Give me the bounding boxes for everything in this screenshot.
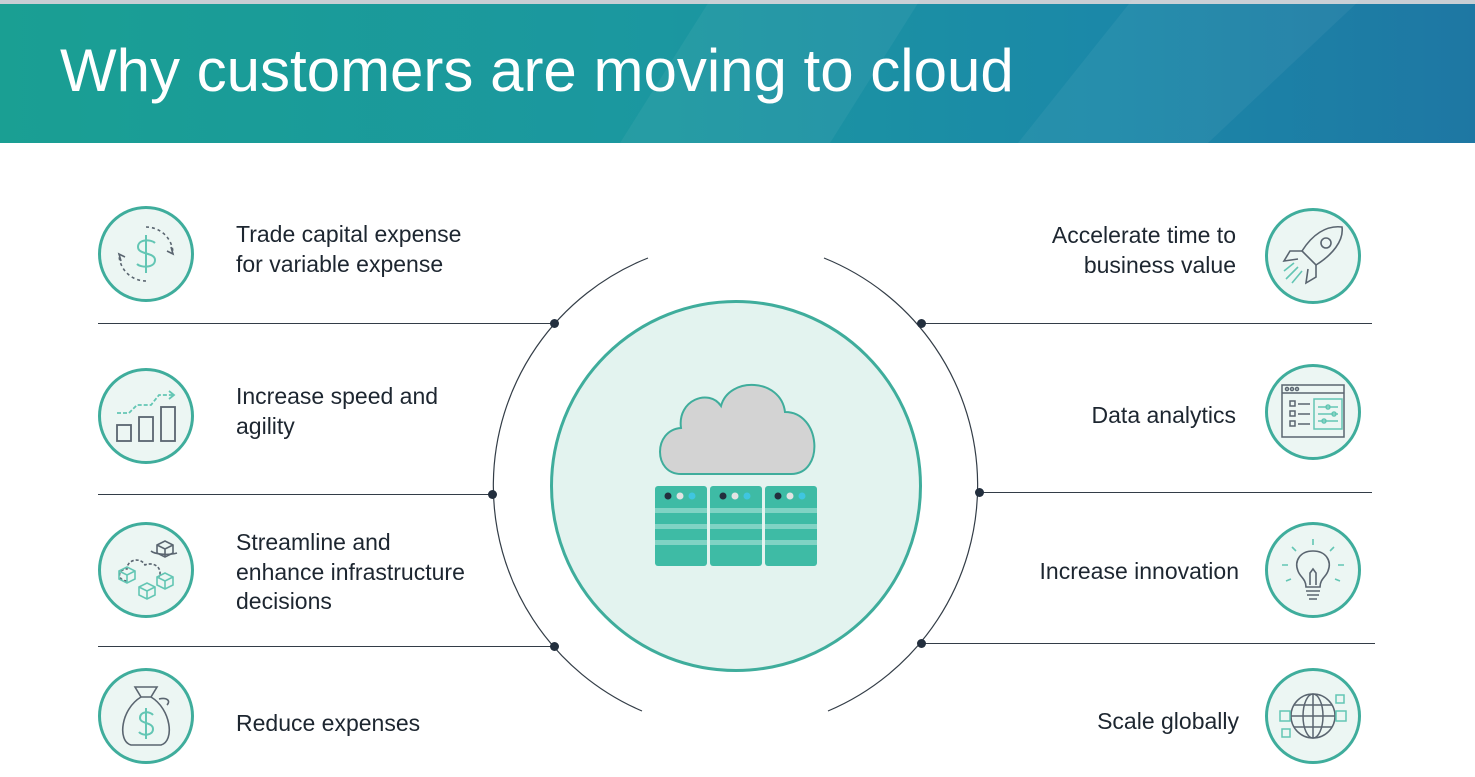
- separator-left-1: [98, 323, 554, 324]
- label-line: Reduce expenses: [236, 710, 421, 736]
- benefit-label-reduce-expenses: Reduce expenses: [236, 709, 420, 739]
- lightbulb-icon: [1282, 539, 1344, 600]
- header-top-border: [0, 0, 1475, 4]
- benefit-label-innovation: Increase innovation: [1040, 557, 1239, 587]
- benefit-icon-circle: [1265, 668, 1361, 764]
- label-line: Trade capital expense: [236, 221, 462, 247]
- benefit-label-speed-agility: Increase speed and agility: [236, 382, 438, 441]
- cloud-hub: [550, 300, 922, 672]
- benefit-label-capital-expense: Trade capital expense for variable expen…: [236, 220, 461, 279]
- benefit-label-infrastructure: Streamline and enhance infrastructure de…: [236, 528, 465, 617]
- label-line: Increase innovation: [1039, 558, 1239, 584]
- label-line: for variable expense: [236, 250, 444, 277]
- label-line: decisions: [236, 588, 332, 614]
- junction-dot: [488, 490, 497, 499]
- slide-title: Why customers are moving to cloud: [60, 37, 1014, 104]
- benefit-icon-circle: [98, 206, 194, 302]
- benefit-label-time-to-value: Accelerate time to business value: [1052, 221, 1236, 280]
- money-bag-icon: [122, 686, 170, 746]
- benefit-icon-circle: [98, 668, 194, 764]
- junction-dot: [550, 319, 559, 328]
- label-line: agility: [236, 412, 295, 439]
- slide-header: Why customers are moving to cloud: [0, 0, 1475, 143]
- analytics-dashboard-icon: [1281, 384, 1345, 438]
- cubes-network-icon: [118, 540, 178, 600]
- label-line: Streamline and: [236, 529, 391, 555]
- growth-bars-icon: [116, 390, 176, 442]
- junction-dot: [917, 639, 926, 648]
- header-facet: [1018, 0, 1360, 143]
- junction-dot: [550, 642, 559, 651]
- label-line: Scale globally: [1097, 708, 1239, 734]
- separator-left-2: [98, 494, 491, 495]
- separator-left-3: [98, 646, 554, 647]
- junction-dot: [917, 319, 926, 328]
- label-line: Increase speed and: [236, 383, 439, 409]
- label-line: business value: [1083, 251, 1236, 278]
- separator-right-2: [980, 492, 1372, 493]
- label-line: Accelerate time to: [1051, 222, 1236, 248]
- cloud-servers-icon: [655, 383, 817, 566]
- separator-right-3: [922, 643, 1375, 644]
- benefit-icon-circle: [1265, 522, 1361, 618]
- benefit-label-data-analytics: Data analytics: [1092, 401, 1236, 431]
- benefit-label-scale-globally: Scale globally: [1097, 707, 1239, 737]
- benefit-icon-circle: [1265, 208, 1361, 304]
- benefit-icon-circle: [1265, 364, 1361, 460]
- rocket-icon: [1282, 226, 1343, 285]
- globe-network-icon: [1279, 693, 1347, 739]
- dollar-cycle-icon: [117, 226, 175, 282]
- label-line: enhance infrastructure: [236, 558, 465, 585]
- benefit-icon-circle: [98, 522, 194, 618]
- junction-dot: [975, 488, 984, 497]
- benefit-icon-circle: [98, 368, 194, 464]
- separator-right-1: [922, 323, 1372, 324]
- label-line: Data analytics: [1091, 402, 1236, 428]
